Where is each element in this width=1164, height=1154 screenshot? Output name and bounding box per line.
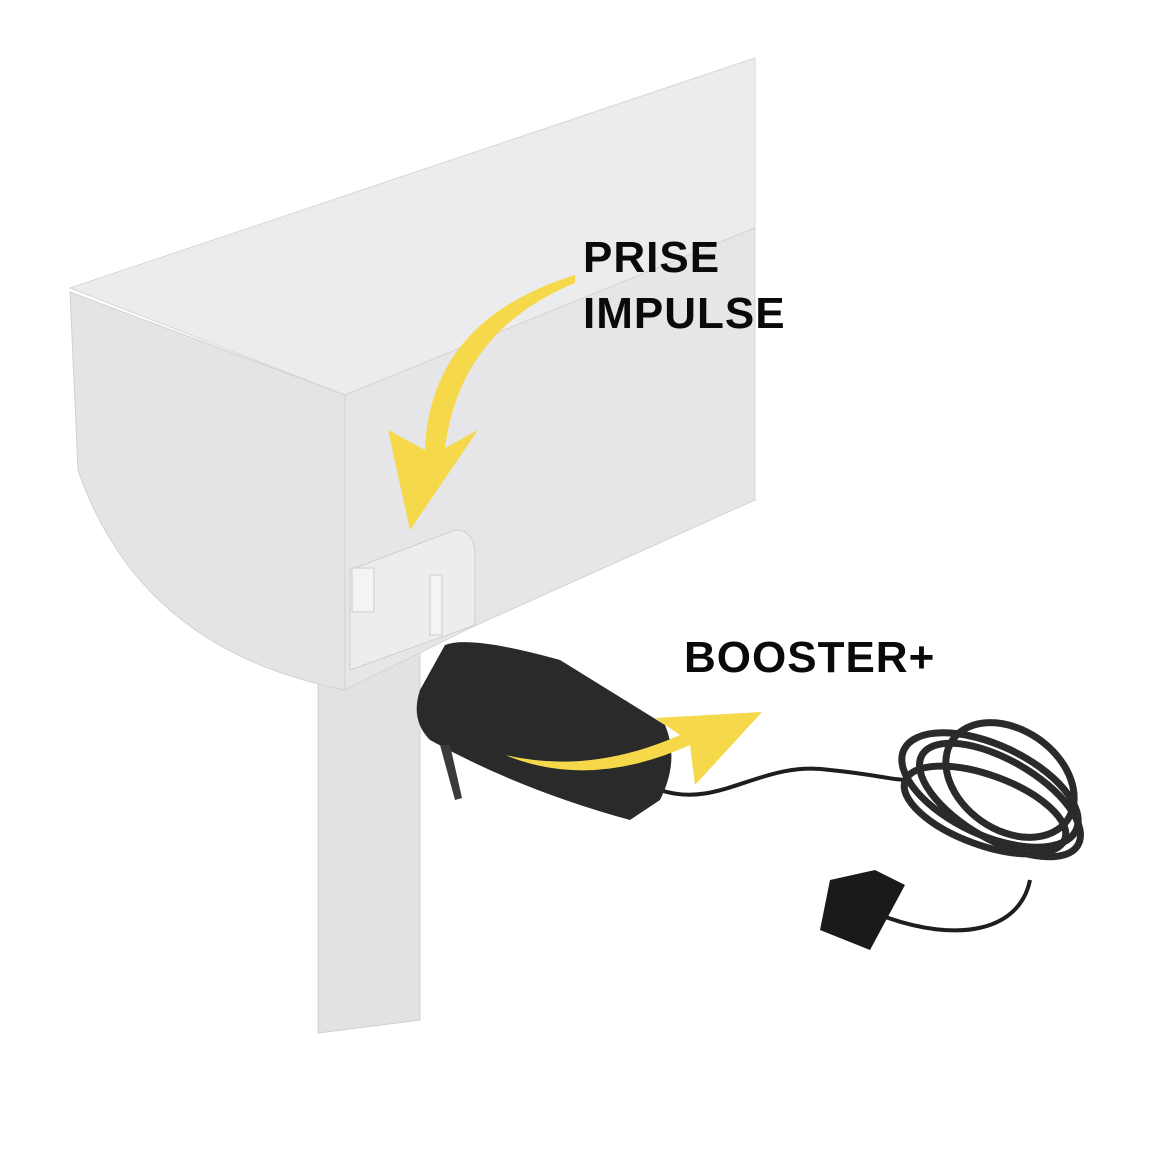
charger-body <box>416 642 672 820</box>
label-line: PRISE <box>583 233 721 282</box>
cable-coil <box>898 719 1084 861</box>
cable-connector <box>820 870 905 950</box>
arrow-prise-impulse <box>388 275 575 530</box>
end-cap <box>69 291 346 691</box>
impulse-socket <box>349 529 476 671</box>
arrow-booster <box>505 712 762 785</box>
charger-cable <box>659 766 911 797</box>
furniture-leg <box>317 639 421 1034</box>
socket-slot <box>351 567 375 613</box>
connector-cable <box>879 879 1032 933</box>
label-line: IMPULSE <box>583 289 786 338</box>
prise-impulse-label: PRISE IMPULSE <box>583 230 786 342</box>
booster-label: BOOSTER+ <box>684 633 936 682</box>
socket-slot <box>429 574 443 636</box>
charger-prongs <box>440 745 462 800</box>
